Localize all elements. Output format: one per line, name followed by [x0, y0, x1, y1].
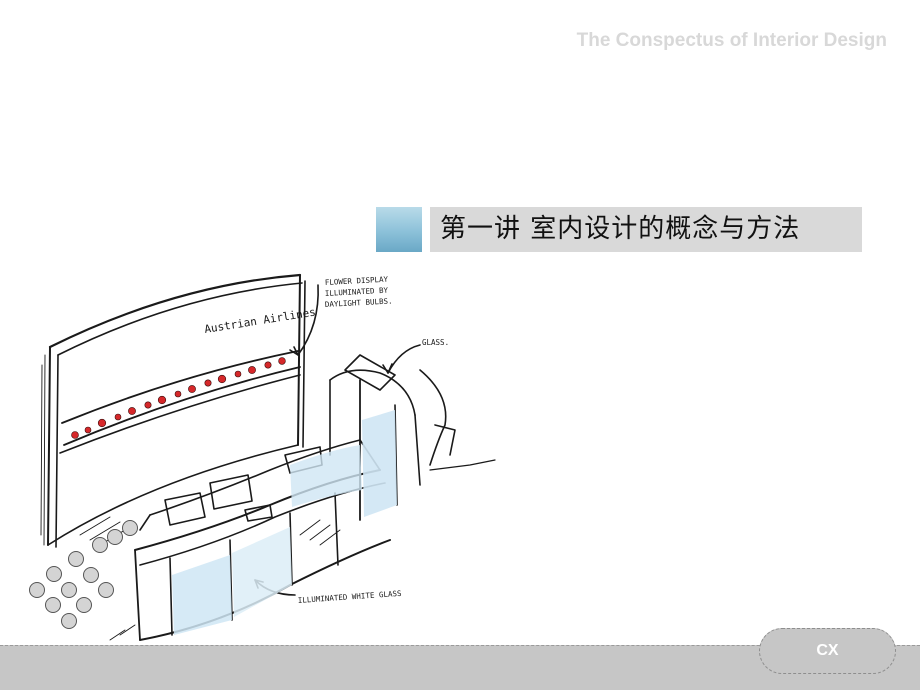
- annotation-flower-line3: DAYLIGHT BULBS.: [325, 296, 393, 309]
- annotation-glass: GLASS.: [422, 338, 449, 347]
- decorative-dots: [29, 520, 138, 629]
- footer-badge: CX: [759, 628, 896, 674]
- header-title: The Conspectus of Interior Design: [576, 30, 887, 51]
- reception-desk-sketch: Austrian Airlines FLOWER DISPLAY ILLUMIN…: [40, 273, 496, 641]
- title-accent-square: [376, 207, 422, 252]
- annotation-flower-line2: ILLUMINATED BY: [325, 286, 389, 298]
- annotation-white-glass: ILLUMINATED WHITE GLASS: [298, 589, 403, 605]
- slide-title-box: 第一讲 室内设计的概念与方法: [430, 207, 862, 252]
- footer-label: CX: [816, 642, 839, 659]
- annotation-flower-line1: FLOWER DISPLAY: [325, 275, 389, 287]
- slide-title: 第一讲 室内设计的概念与方法: [440, 214, 801, 244]
